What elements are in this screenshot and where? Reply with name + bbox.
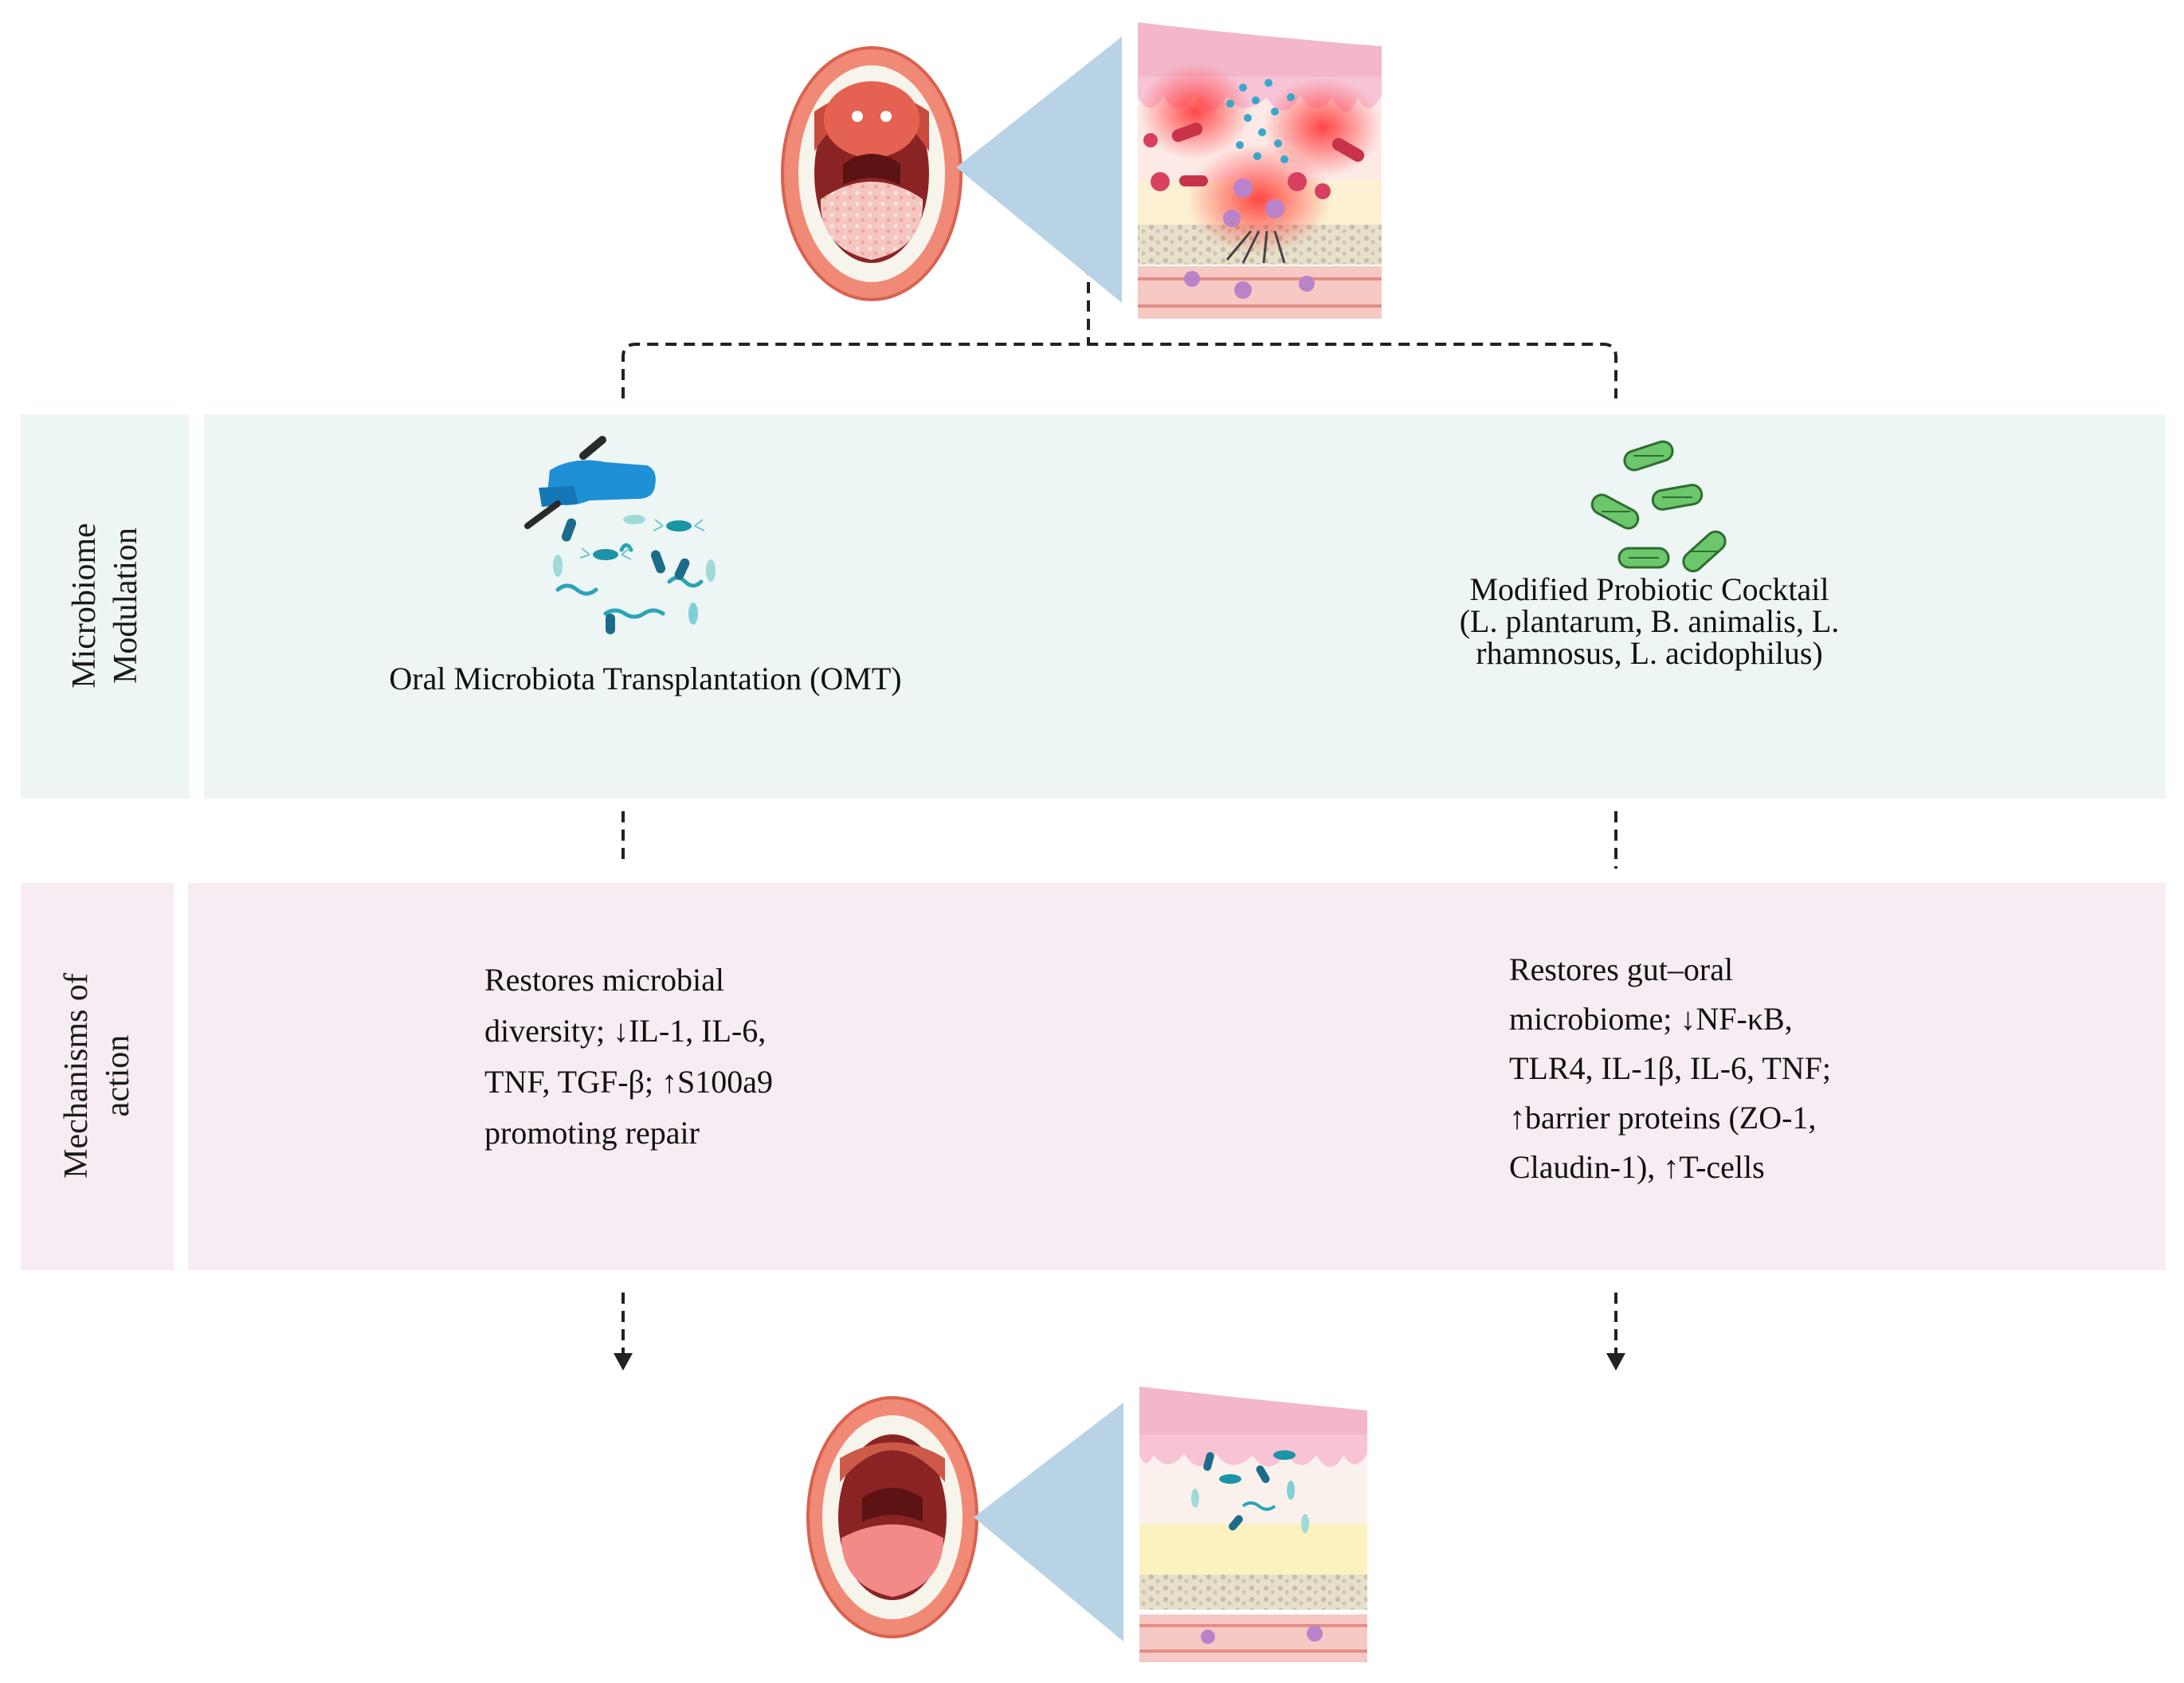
probiotic-label: Modified Probiotic Cocktail (L. plantaru… — [1459, 571, 1840, 671]
bottom-zoom-cone — [974, 1402, 1123, 1642]
top-zoom-cone — [956, 37, 1122, 303]
mechanisms-row-panel — [188, 883, 2166, 1270]
mechanisms-row-label-panel — [21, 883, 174, 1270]
microbiome-modulation-row-label: Microbiome Modulation — [66, 523, 144, 688]
gloved-hand-with-microbes-icon — [524, 436, 716, 634]
mechanisms-of-action-row-label: Mechanisms of action — [58, 973, 136, 1179]
inflamed-mucosa-cross-section-icon — [1138, 22, 1382, 319]
microbiome-row-panel — [204, 414, 2166, 798]
probiotic-arrowhead — [1606, 1353, 1625, 1371]
microbiome-row-label-panel — [21, 414, 190, 798]
bacteria-cluster-icon — [1590, 440, 1727, 573]
healed-mucosa-cross-section-icon — [1139, 1387, 1367, 1665]
omt-arrowhead — [614, 1353, 633, 1371]
omt-mechanism-text: Restores microbial diversity; ↓IL-1, IL-… — [484, 962, 773, 1151]
probiotic-mechanism-text: Restores gut–oral microbiome; ↓NF-κB, TL… — [1509, 951, 1832, 1185]
omt-label: Oral Microbiota Transplantation (OMT) — [389, 661, 902, 696]
inflamed-open-mouth-icon — [781, 46, 963, 301]
healed-open-mouth-icon — [806, 1396, 978, 1638]
